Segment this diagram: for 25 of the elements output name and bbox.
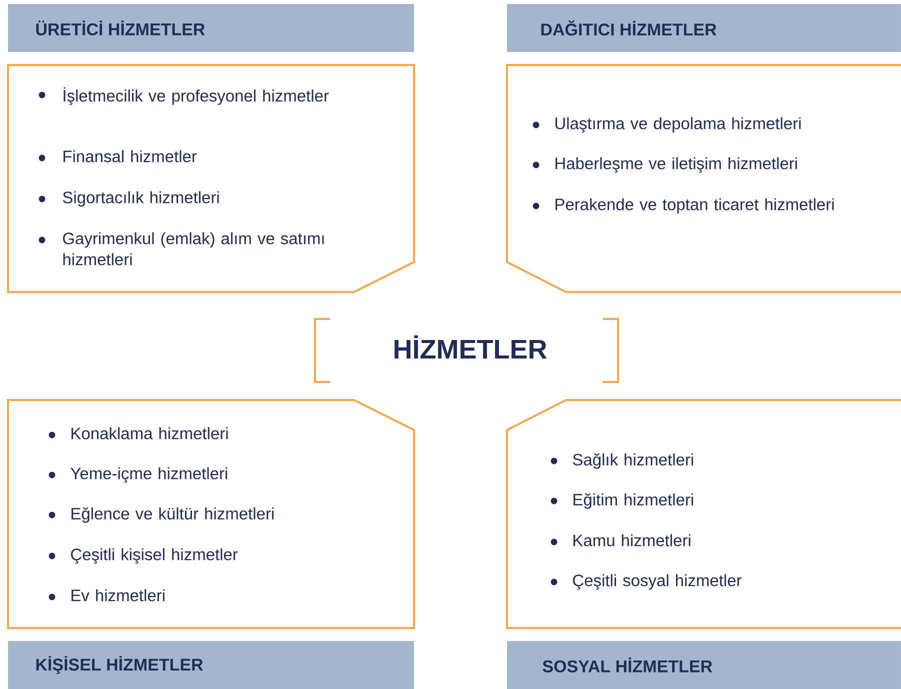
bullet-item: Sigortacılık hizmetleri	[38, 191, 219, 207]
list-box	[7, 64, 415, 293]
bullet-item: Eğlence ve kültür hizmetleri	[48, 507, 274, 523]
list-box	[7, 399, 415, 629]
title: HİZMETLER	[394, 335, 547, 359]
bullet-item: Konaklama hizmetleri	[48, 427, 228, 440]
bullet-item: Gayrimenkul (emlak) alım ve satımı hizmetleri	[38, 232, 324, 266]
bullet-item: Ulaştırma ve depolama hizmetleri	[532, 117, 801, 133]
bullet-item: Çeşitli sosyal hizmetler	[550, 574, 742, 590]
bullet-item: Ev hizmetleri	[48, 589, 164, 602]
bullet-item: Perakende ve toptan ticaret hizmetleri	[532, 198, 834, 214]
bullet-item: Finansal hizmetler	[38, 150, 197, 162]
bullet-item: Kamu hizmetleri	[550, 534, 690, 546]
list-box	[506, 64, 901, 293]
bullet-item: Çeşitli kişisel hizmetler	[48, 548, 238, 564]
bullet-item: Haberleşme ve iletişim hizmetleri	[532, 157, 797, 173]
bullet-item: Yeme-içme hizmetleri	[48, 467, 228, 483]
bullet-item: İşletmecilik ve profesyonel hizmetler	[38, 87, 329, 105]
bullet-item: Sağlık hizmetleri	[550, 453, 694, 469]
header-band: ÜRETİCİ HİZMETLER	[8, 4, 414, 52]
header-band: KİŞİSEL HİZMETLER	[8, 641, 414, 689]
header-band: SOSYAL HİZMETLER	[507, 641, 901, 689]
bullet-item: Eğitim hizmetleri	[550, 493, 694, 509]
header-band: DAĞITICI HİZMETLER	[507, 4, 901, 52]
list-box	[506, 399, 901, 629]
